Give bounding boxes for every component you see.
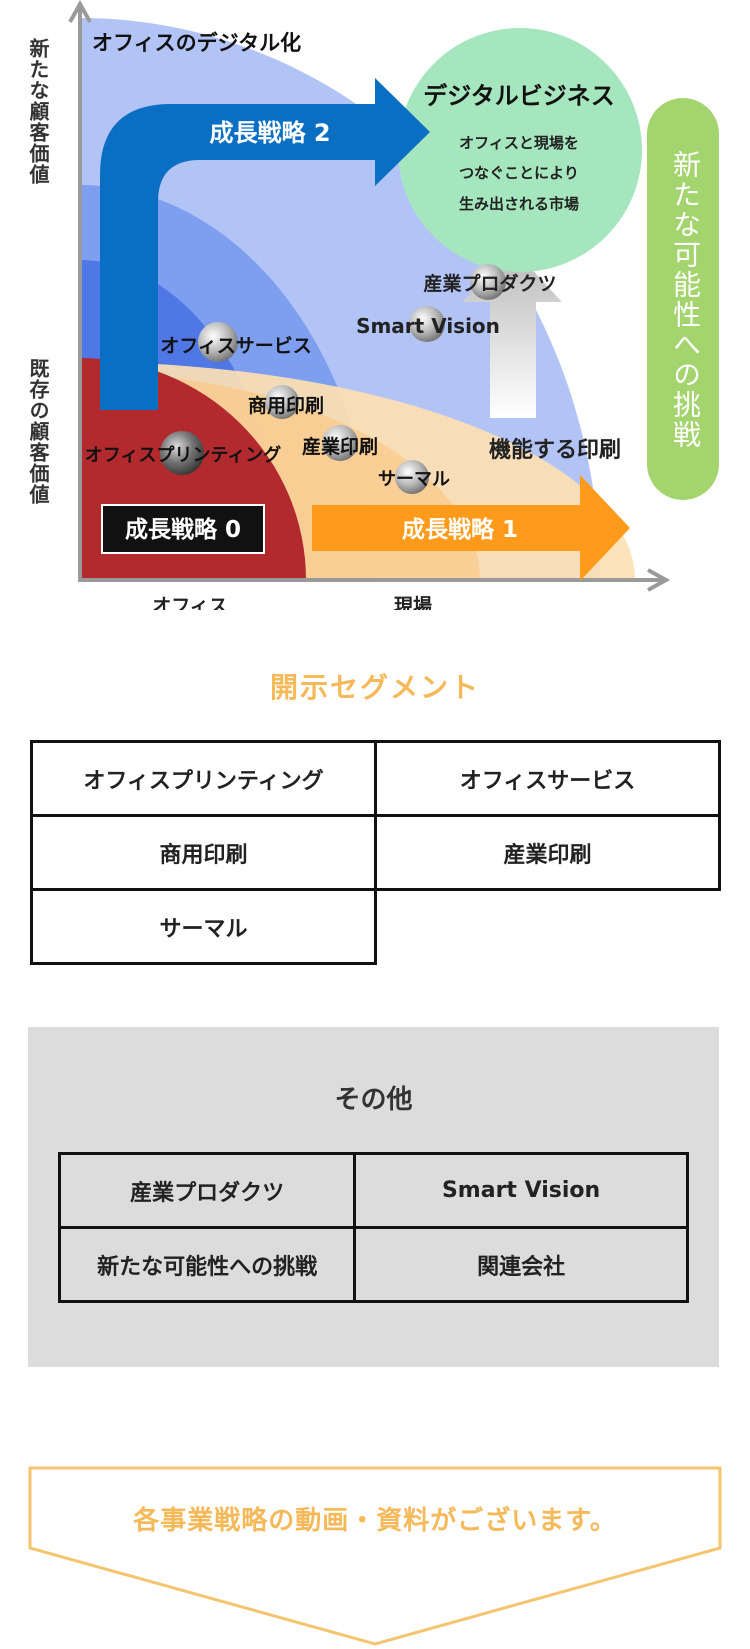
segments-table: オフィスプリンティング オフィスサービス 商用印刷 産業印刷 サーマル — [30, 740, 721, 965]
new-challenge-pill — [647, 98, 719, 500]
industrial-products-bubble — [470, 264, 506, 300]
strategy1-label: 成長戦略 1 — [402, 516, 518, 543]
thermal-bubble — [395, 460, 429, 494]
office-printing-label: オフィスプリンティング — [85, 444, 282, 466]
strategy1-arrow — [312, 475, 630, 581]
other-section: その他 産業プロダクツ Smart Vision 新たな可能性への挑戦 関連会社 — [28, 1027, 719, 1367]
other-title: その他 — [334, 1085, 413, 1115]
industrial-printing-bubble — [322, 425, 358, 461]
segment-empty-cell — [376, 890, 720, 964]
strategy0-label: 成長戦略 0 — [125, 516, 241, 543]
cta-text[interactable]: 各事業戦略の動画・資料がございます。 — [133, 1506, 617, 1536]
segment-thermal[interactable]: サーマル — [30, 888, 377, 965]
other-affiliates[interactable]: 関連会社 — [353, 1226, 689, 1303]
x-axis-right-label: 現場 — [394, 595, 432, 610]
digital-business-title: デジタルビジネス — [423, 82, 615, 110]
y-axis-top-label: 新たな顧客価値 — [26, 38, 50, 185]
segments-title: 開示セグメント — [269, 671, 480, 704]
segment-office-printing[interactable]: オフィスプリンティング — [30, 740, 377, 817]
materials-cta-banner[interactable] — [28, 1466, 722, 1646]
new-challenge-label: 新たな可能性への挑戦 — [669, 150, 702, 450]
segment-office-services[interactable]: オフィスサービス — [374, 740, 721, 817]
office-services-label: オフィスサービス — [160, 335, 312, 357]
other-new-challenge[interactable]: 新たな可能性への挑戦 — [57, 1226, 357, 1303]
industrial-printing-label: 産業印刷 — [302, 435, 378, 458]
commercial-printing-label: 商用印刷 — [248, 394, 324, 417]
other-smart-vision[interactable]: Smart Vision — [353, 1152, 689, 1229]
other-industrial-products[interactable]: 産業プロダクツ — [57, 1152, 357, 1229]
other-table: 産業プロダクツ Smart Vision 新たな可能性への挑戦 関連会社 — [57, 1152, 689, 1303]
office-services-bubble — [198, 322, 238, 362]
strategy0-box — [101, 504, 265, 554]
commercial-printing-bubble — [265, 385, 299, 419]
cta-outline — [28, 1466, 722, 1646]
growth-strategy-diagram: オフィスのデジタル化 成長戦略 2 デジタルビジネス オフィスと現場を つなぐこ… — [68, 0, 719, 610]
industrial-products-label: 産業プロダクツ — [423, 272, 556, 295]
strategy2-arrow — [100, 78, 430, 410]
digital-business-line3: 生み出される市場 — [459, 195, 579, 213]
y-axis-bottom-label: 既存の顧客価値 — [26, 358, 50, 505]
functional-printing-label: 機能する印刷 — [489, 437, 621, 463]
digital-business-line2: つなぐことにより — [459, 164, 579, 182]
segment-commercial-printing[interactable]: 商用印刷 — [30, 814, 377, 891]
segment-industrial-printing[interactable]: 産業印刷 — [374, 814, 721, 891]
strategy2-label: 成長戦略 2 — [209, 119, 330, 147]
smart-vision-label: Smart Vision — [356, 314, 500, 338]
thermal-label: サーマル — [378, 469, 450, 490]
office-printing-bubble — [160, 431, 204, 475]
x-axis-left-label: オフィス — [152, 595, 228, 610]
office-digital-label: オフィスのデジタル化 — [92, 31, 301, 55]
digital-business-circle — [398, 28, 642, 272]
smart-vision-bubble — [409, 306, 445, 342]
digital-business-line1: オフィスと現場を — [459, 134, 579, 152]
